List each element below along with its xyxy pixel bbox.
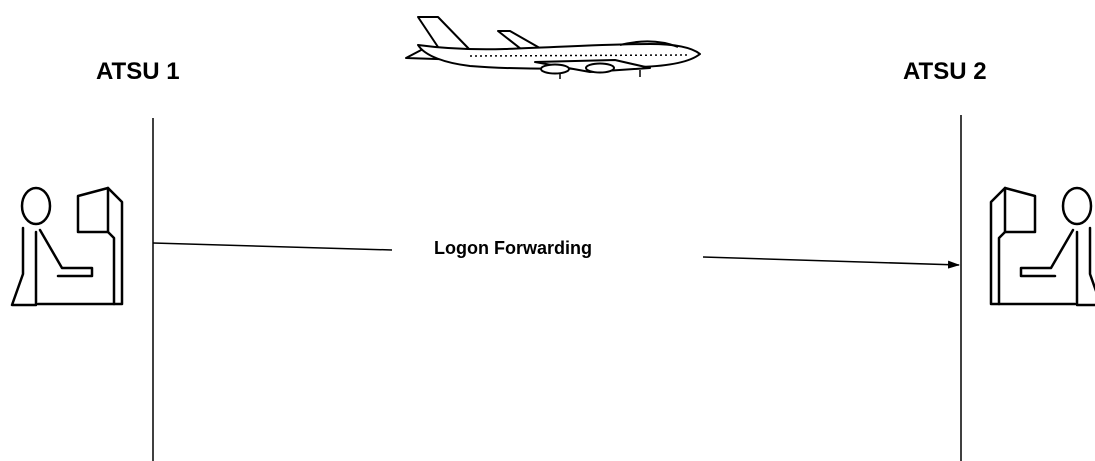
atsu2-label: ATSU 2	[903, 58, 987, 85]
atsu1-label: ATSU 1	[96, 58, 180, 85]
message-label: Logon Forwarding	[434, 238, 592, 258]
message-arrow	[702, 256, 960, 269]
message-line-left	[152, 242, 393, 251]
airliner-icon	[405, 16, 701, 79]
controller-workstation-icon	[989, 186, 1095, 307]
controller-workstation-icon	[10, 186, 124, 307]
